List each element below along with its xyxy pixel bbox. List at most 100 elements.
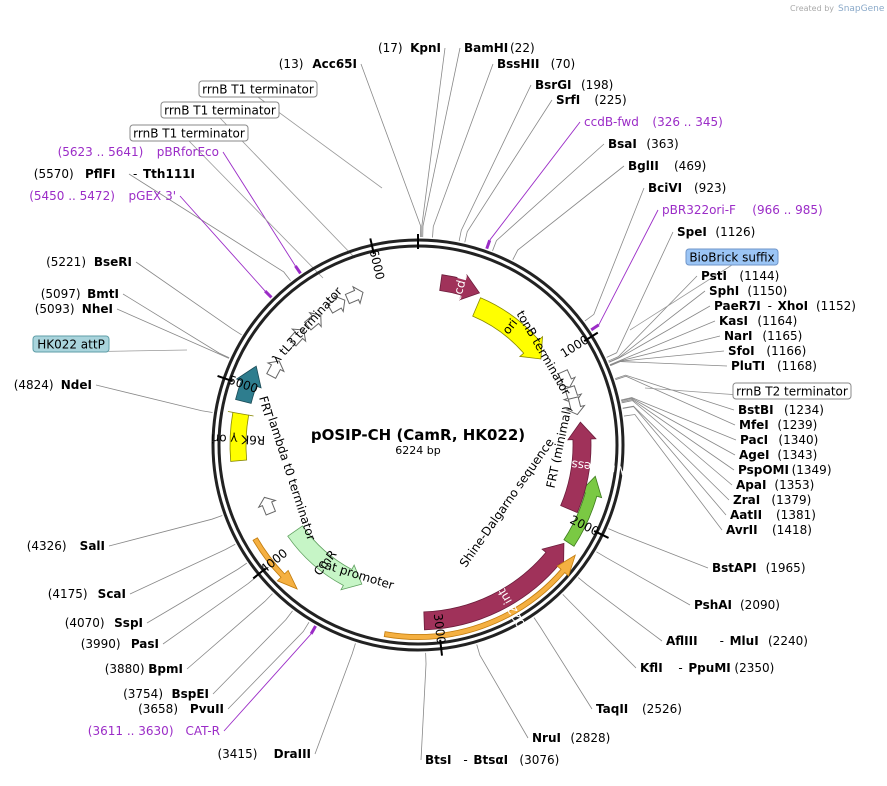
restriction-site[interactable]: SphI(1150)	[709, 284, 787, 298]
site-coord: (3415)	[217, 747, 257, 761]
restriction-site[interactable]: BsrGI(198)	[535, 78, 613, 92]
feature-arrow[interactable]	[472, 297, 543, 360]
restriction-site[interactable]: (5570)PflFI-Tth111I	[34, 167, 195, 181]
site-coord: (5093)	[35, 302, 75, 316]
restriction-site[interactable]: (4175)ScaI	[48, 587, 126, 601]
restriction-site[interactable]: (13)Acc65I	[279, 57, 357, 71]
restriction-site[interactable]: (5221)BseRI	[46, 255, 132, 269]
site-coord: (2240)	[768, 634, 808, 648]
restriction-site[interactable]: (3415)DraIII	[217, 747, 311, 761]
restriction-site[interactable]: TaqII(2526)	[596, 702, 682, 716]
restriction-site[interactable]: SpeI(1126)	[677, 225, 755, 239]
restriction-site[interactable]: PstI(1144)	[701, 269, 779, 283]
restriction-site[interactable]: NruI(2828)	[532, 731, 610, 745]
restriction-site[interactable]: PspOMI(1349)	[738, 463, 832, 477]
restriction-site[interactable]: SrfI(225)	[556, 93, 627, 107]
primer-label[interactable]: pGEX 3'(5450 .. 5472)	[29, 189, 176, 203]
restriction-site[interactable]: (5097)BmtI	[41, 287, 119, 301]
restriction-site[interactable]: (4070)SspI	[65, 616, 143, 630]
restriction-site[interactable]: PluTI(1168)	[731, 359, 817, 373]
primer-label[interactable]: CAT-R(3611 .. 3630)	[88, 724, 220, 738]
feature-box	[32, 335, 110, 353]
site-coord: (1152)	[816, 299, 856, 313]
restriction-site[interactable]: AvrII(1418)	[726, 523, 812, 537]
site-name: NarI	[724, 329, 753, 343]
restriction-site[interactable]: (4824)NdeI	[14, 378, 92, 392]
site-name: SpeI	[677, 225, 707, 239]
restriction-site[interactable]: SfoI(1166)	[728, 344, 806, 358]
terminator-arrow[interactable]	[326, 292, 350, 316]
feature-arrow[interactable]	[252, 537, 298, 590]
restriction-site[interactable]: BglII(469)	[628, 159, 706, 173]
feature-box-label[interactable]: HK022 attP	[32, 335, 110, 353]
feature-arrow[interactable]	[383, 554, 576, 640]
terminator-arrow[interactable]	[555, 368, 578, 391]
restriction-site[interactable]: (3990)PasI	[81, 637, 159, 651]
site-coord: (198)	[581, 78, 613, 92]
restriction-site[interactable]: PshAI(2090)	[694, 598, 780, 612]
restriction-site[interactable]: AflIII-MluI(2240)	[666, 634, 808, 648]
site-leader-line	[135, 261, 242, 336]
restriction-site[interactable]: ApaI(1353)	[736, 478, 814, 492]
site-coord: (4824)	[14, 378, 54, 392]
restriction-site[interactable]: KflI-PpuMI(2350)	[640, 661, 774, 675]
restriction-site[interactable]: AgeI(1343)	[739, 448, 817, 462]
primer-label[interactable]: ccdB-fwd(326 .. 345)	[584, 115, 723, 129]
restriction-site[interactable]: (3880)BpmI	[105, 662, 183, 676]
restriction-site[interactable]: BssHII(70)	[497, 57, 575, 71]
primer-range: (966 .. 985)	[752, 203, 822, 217]
terminator-arrow[interactable]	[344, 284, 367, 307]
terminator-arrow[interactable]	[302, 308, 327, 333]
restriction-site[interactable]: BciVI(923)	[648, 181, 726, 195]
restriction-site[interactable]: BstBI(1234)	[738, 403, 824, 417]
restriction-site[interactable]: MfeI(1239)	[739, 418, 817, 432]
feature-arrow[interactable]	[287, 525, 363, 591]
feature-box-label[interactable]: rrnB T1 terminator	[198, 80, 318, 98]
site-name: ApaI	[736, 478, 766, 492]
restriction-site[interactable]: BamHI(22)	[464, 41, 535, 55]
site-name: BstAPI	[712, 561, 757, 575]
feature-arrow[interactable]	[560, 421, 597, 514]
terminator-arrow[interactable]	[286, 324, 311, 349]
feature-arrow[interactable]	[235, 365, 262, 404]
feature-arrow[interactable]	[563, 475, 603, 547]
feature-box-label[interactable]: rrnB T1 terminator	[160, 101, 280, 119]
feature-arrow[interactable]	[423, 542, 565, 631]
restriction-site[interactable]: PacI(1340)	[740, 433, 818, 447]
restriction-site[interactable]: KasI(1164)	[719, 314, 797, 328]
feature-arrow[interactable]	[227, 411, 254, 462]
site-coord: (1164)	[757, 314, 797, 328]
site-coord: (1343)	[777, 448, 817, 462]
primer-label[interactable]: pBR322ori-F(966 .. 985)	[662, 203, 823, 217]
terminator-arrow-shape	[344, 285, 364, 305]
restriction-site[interactable]: PaeR7I-XhoI(1152)	[714, 299, 856, 313]
site-name: NruI	[532, 731, 561, 745]
terminator-arrow-shape	[257, 496, 277, 516]
primer-label[interactable]: pBRforEco(5623 .. 5641)	[58, 145, 219, 159]
scale-tick-label: 3000	[431, 613, 448, 645]
restriction-site[interactable]: AatII(1381)	[730, 508, 816, 522]
terminator-arrow[interactable]	[565, 396, 587, 417]
feature-box-label[interactable]: rrnB T2 terminator	[732, 382, 852, 400]
terminator-arrow[interactable]	[263, 357, 287, 380]
site-name: SrfI	[556, 93, 580, 107]
site-name: PflFI	[85, 167, 115, 181]
terminator-arrow[interactable]	[256, 494, 279, 517]
site-name: KpnI	[410, 41, 441, 55]
feature-box-label[interactable]: BioBrick suffix	[685, 248, 779, 266]
restriction-site[interactable]: (5093)NheI	[35, 302, 113, 316]
restriction-site[interactable]: NarI(1165)	[724, 329, 802, 343]
restriction-site[interactable]: (3754)BspEI	[123, 687, 209, 701]
feature-box-label[interactable]: rrnB T1 terminator	[129, 124, 249, 142]
feature-arrow[interactable]	[439, 273, 481, 301]
site-name: BmtI	[87, 287, 119, 301]
site-coord: (1166)	[766, 344, 806, 358]
restriction-site[interactable]: (4326)SalI	[27, 539, 105, 553]
restriction-site[interactable]: (3658)PvuII	[138, 702, 224, 716]
site-coord: (363)	[646, 137, 678, 151]
restriction-site[interactable]: BtsI-BtsαI(3076)	[425, 753, 559, 767]
restriction-site[interactable]: ZraI(1379)	[733, 493, 811, 507]
restriction-site[interactable]: (17)KpnI	[378, 41, 441, 55]
restriction-site[interactable]: BsaI(363)	[608, 137, 679, 151]
restriction-site[interactable]: BstAPI(1965)	[712, 561, 806, 575]
